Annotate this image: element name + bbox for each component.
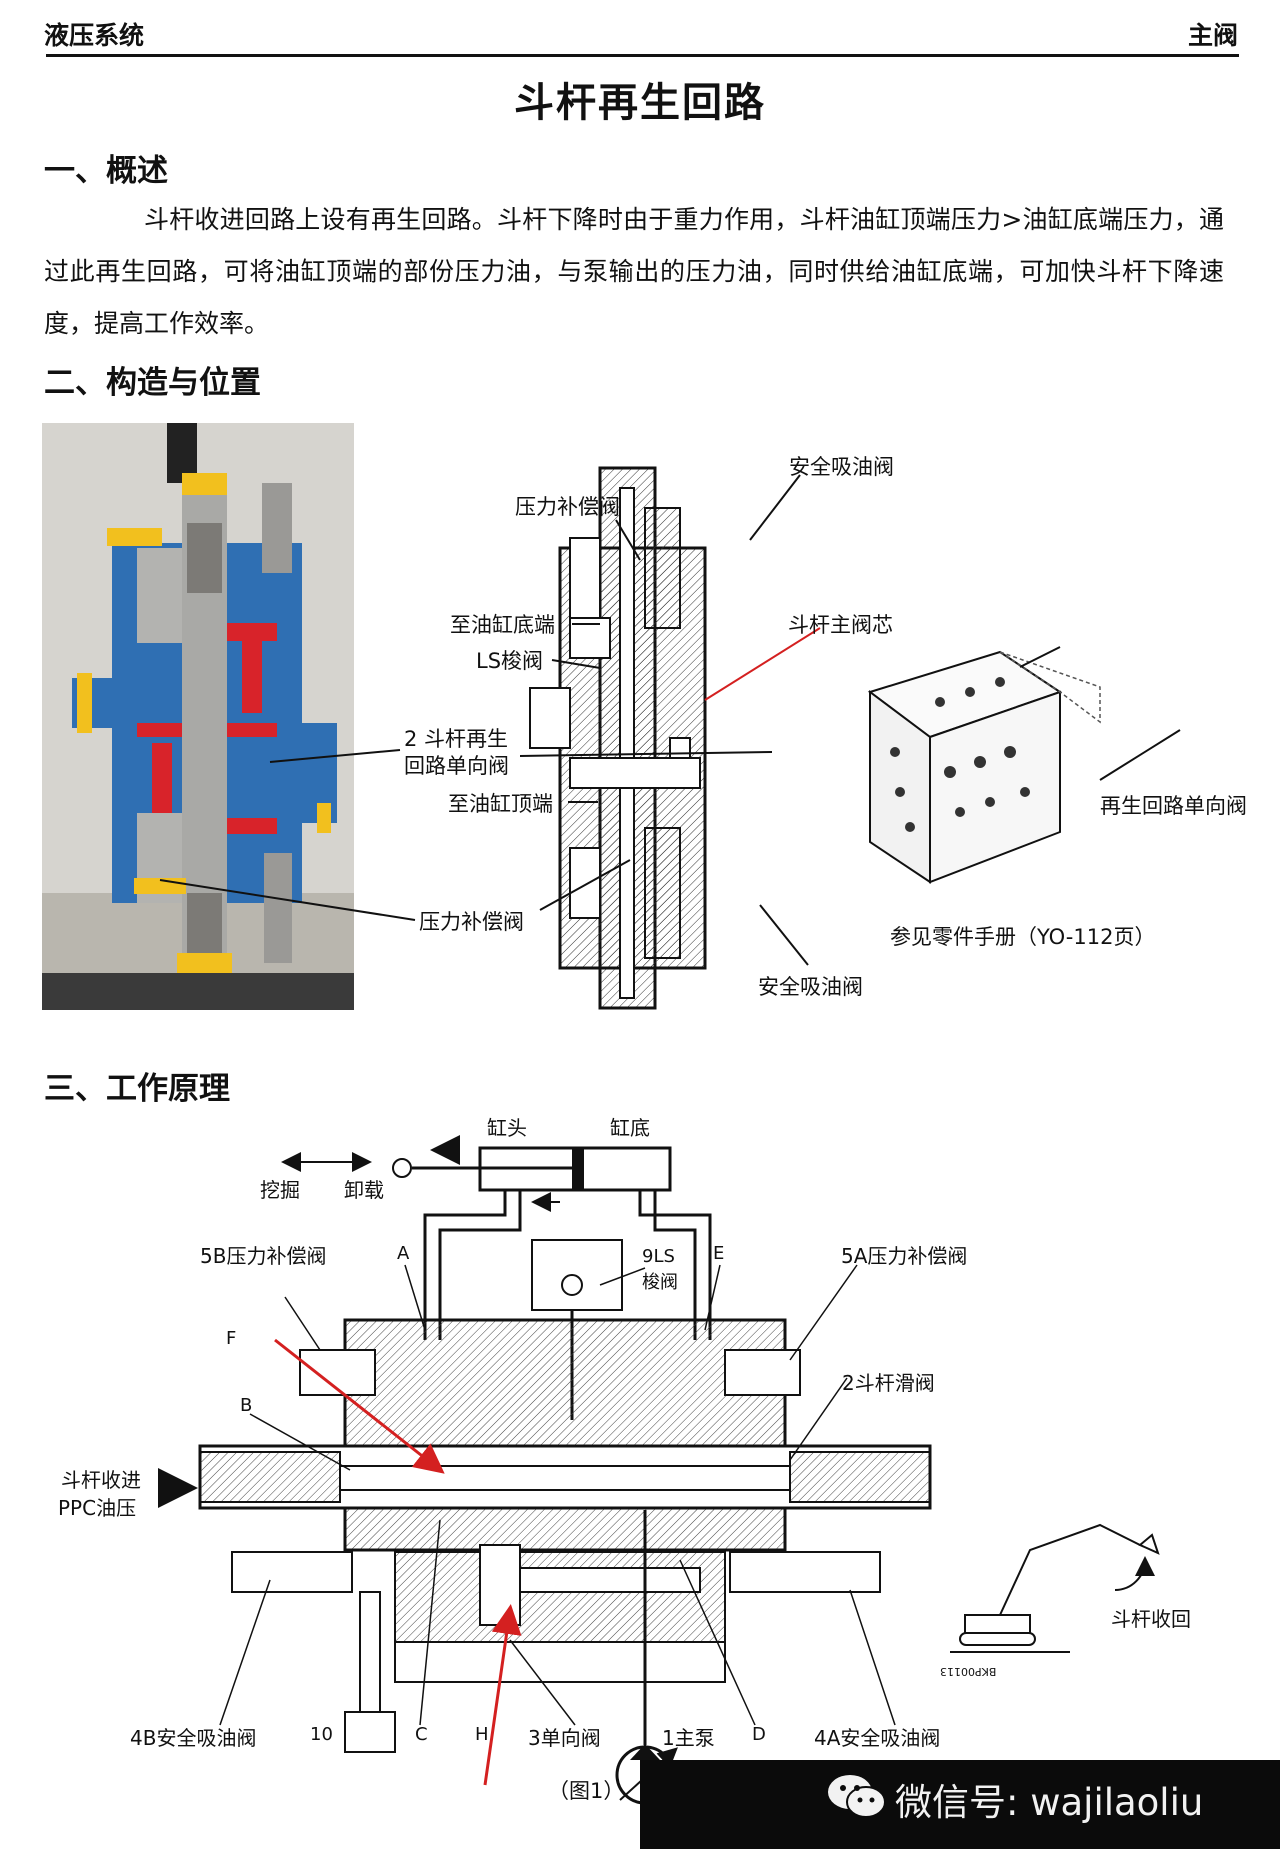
label-pressure-comp-bottom: 压力补偿阀	[419, 910, 524, 934]
label-port-b: B	[240, 1395, 253, 1416]
label-port-h: H	[475, 1724, 489, 1745]
label-dump: 卸载	[344, 1178, 384, 1202]
watermark-text: 微信号: wajilaoliu	[895, 1781, 1204, 1824]
label-ppc-1: 斗杆收进	[61, 1468, 141, 1492]
label-pump-1: 1主泵	[662, 1726, 715, 1750]
valve-section-drawing	[529, 466, 707, 1010]
header-right: 主阀	[1187, 21, 1238, 50]
valve-block-3d	[867, 646, 1101, 884]
wechat-icon	[828, 1775, 886, 1818]
section-principle-heading: 三、工作原理	[44, 1071, 230, 1107]
section-overview-paragraph: 斗杆收进回路上设有再生回路。斗杆下降时由于重力作用，斗杆油缸顶端压力>油缸底端压…	[44, 205, 1224, 338]
excavator-icon	[950, 1523, 1160, 1653]
label-ls-9a: 9LS	[642, 1246, 675, 1267]
label-port-a: A	[397, 1243, 410, 1264]
label-port-c: C	[415, 1724, 428, 1745]
section-structure-heading: 二、构造与位置	[44, 365, 261, 401]
label-to-cyl-bottom: 至油缸底端	[450, 613, 555, 637]
label-ppc-2: PPC油压	[58, 1496, 137, 1520]
label-code: BKP00113	[940, 1665, 997, 1678]
label-cyl-bottom: 缸底	[610, 1116, 650, 1140]
label-ls-shuttle: LS梭阀	[476, 649, 544, 673]
header-left: 液压系统	[44, 21, 145, 50]
label-to-cyl-head: 至油缸顶端	[448, 792, 553, 816]
page-title: 斗杆再生回路	[514, 80, 766, 126]
label-comp-5a: 5A压力补偿阀	[841, 1244, 968, 1268]
label-regen-check-1: 2 斗杆再生	[404, 727, 509, 751]
label-safety-valve-bottom: 安全吸油阀	[758, 975, 863, 999]
label-ls-9b: 梭阀	[642, 1272, 678, 1293]
label-port-d: D	[752, 1724, 766, 1745]
label-regen-check-block: 再生回路单向阀	[1100, 794, 1247, 818]
label-comp-5b: 5B压力补偿阀	[200, 1244, 327, 1268]
header-divider	[46, 54, 1239, 57]
label-check-3: 3单向阀	[528, 1726, 601, 1750]
figure-caption: （图1）	[548, 1779, 625, 1803]
label-parts-ref: 参见零件手册（YO-112页）	[890, 925, 1156, 949]
label-spool-2: 2斗杆滑阀	[842, 1371, 935, 1395]
label-pressure-comp-top: 压力补偿阀	[515, 495, 620, 519]
label-safety-4a: 4A安全吸油阀	[814, 1726, 941, 1750]
label-regen-check-2: 回路单向阀	[404, 754, 509, 778]
watermark-bar	[640, 1760, 1280, 1849]
section-overview-heading: 一、概述	[44, 153, 168, 189]
label-safety-4b: 4B安全吸油阀	[130, 1726, 257, 1750]
label-arm-in: 斗杆收回	[1111, 1607, 1191, 1631]
label-safety-valve-top: 安全吸油阀	[789, 455, 894, 479]
label-cyl-head: 缸头	[487, 1116, 527, 1140]
label-arm-spool: 斗杆主阀芯	[788, 613, 893, 637]
label-n10: 10	[310, 1724, 333, 1745]
label-port-e: E	[713, 1243, 725, 1264]
label-dig: 挖掘	[260, 1178, 300, 1202]
label-port-f: F	[226, 1328, 237, 1349]
valve-cutaway-photo	[42, 423, 354, 1010]
